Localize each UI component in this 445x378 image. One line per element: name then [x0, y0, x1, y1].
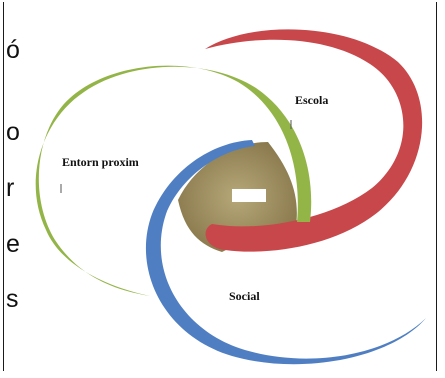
side-text-line-3: r [6, 174, 15, 202]
center-bar [232, 189, 266, 202]
label-social: Social [229, 289, 260, 303]
side-text-line-5: s [6, 285, 19, 313]
side-text-line-4: e [6, 230, 20, 258]
side-text-line-2: o [6, 118, 20, 146]
side-text-line-1: ó [6, 36, 20, 64]
label-entorn-proxim: Entorn proxim [62, 155, 139, 169]
label-escola: Escola [295, 93, 328, 107]
page-frame [3, 2, 437, 371]
escola-ring [205, 29, 423, 252]
